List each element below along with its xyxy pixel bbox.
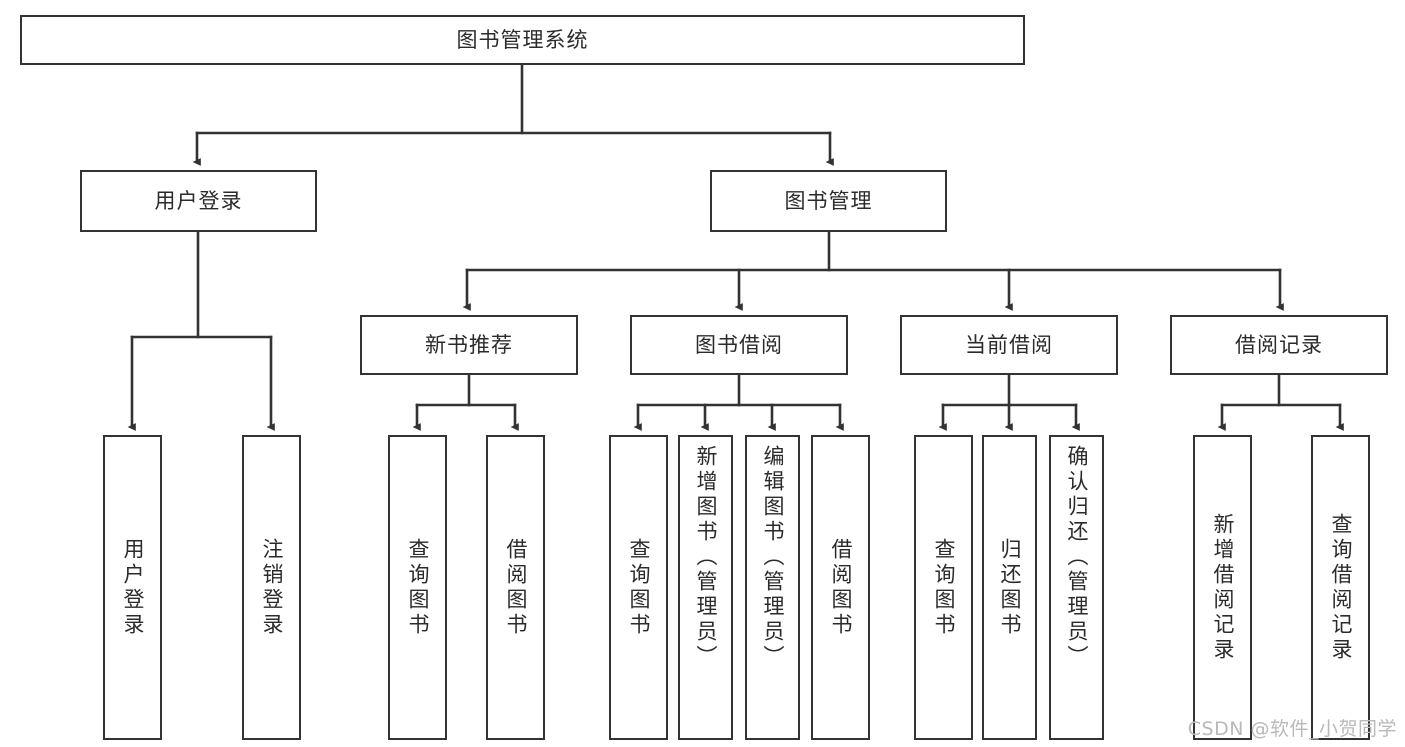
leaf-recommend-query-book[interactable]: 查询图书 xyxy=(388,435,447,740)
leaf-borrow-query-book[interactable]: 查询图书 xyxy=(609,435,668,740)
leaf-label: 注销登录 xyxy=(260,537,284,638)
node-book-management-label: 图书管理 xyxy=(784,188,873,213)
leaf-label: 借阅图书 xyxy=(504,537,528,638)
leaf-user-login-logout[interactable]: 注销登录 xyxy=(242,435,301,740)
node-book-borrow[interactable]: 图书借阅 xyxy=(630,315,848,375)
node-book-borrow-label: 图书借阅 xyxy=(695,332,783,357)
node-root[interactable]: 图书管理系统 xyxy=(20,15,1025,65)
leaf-label: 借阅图书 xyxy=(829,537,853,638)
leaf-current-return-book[interactable]: 归还图书 xyxy=(982,435,1037,740)
leaf-borrow-borrow-book[interactable]: 借阅图书 xyxy=(811,435,870,740)
leaf-label: 新增图书（管理员） xyxy=(694,445,718,670)
node-new-book-recommend[interactable]: 新书推荐 xyxy=(360,315,578,375)
leaf-borrow-add-book-admin[interactable]: 新增图书（管理员） xyxy=(678,435,733,740)
node-root-label: 图书管理系统 xyxy=(456,27,589,52)
leaf-label: 查询图书 xyxy=(932,537,956,638)
leaf-label: 用户登录 xyxy=(121,537,145,638)
leaf-current-confirm-return-admin[interactable]: 确认归还（管理员） xyxy=(1049,435,1104,740)
node-book-management[interactable]: 图书管理 xyxy=(710,170,947,232)
leaf-record-query-record[interactable]: 查询借阅记录 xyxy=(1311,435,1370,740)
node-user-login-label: 用户登录 xyxy=(154,188,243,213)
leaf-label: 查询借阅记录 xyxy=(1329,512,1353,663)
leaf-label: 编辑图书（管理员） xyxy=(761,445,785,670)
node-current-borrow-label: 当前借阅 xyxy=(965,332,1053,357)
leaf-current-query-book[interactable]: 查询图书 xyxy=(914,435,973,740)
leaf-label: 新增借阅记录 xyxy=(1211,512,1235,663)
node-new-book-recommend-label: 新书推荐 xyxy=(425,332,513,357)
node-user-login[interactable]: 用户登录 xyxy=(80,170,317,232)
leaf-recommend-borrow-book[interactable]: 借阅图书 xyxy=(486,435,545,740)
leaf-label: 确认归还（管理员） xyxy=(1065,445,1089,670)
leaf-label: 查询图书 xyxy=(406,537,430,638)
node-borrow-record-label: 借阅记录 xyxy=(1235,332,1323,357)
leaf-label: 归还图书 xyxy=(998,537,1022,638)
leaf-label: 查询图书 xyxy=(627,537,651,638)
leaf-record-add-record[interactable]: 新增借阅记录 xyxy=(1193,435,1252,740)
leaf-user-login-login[interactable]: 用户登录 xyxy=(103,435,162,740)
leaf-borrow-edit-book-admin[interactable]: 编辑图书（管理员） xyxy=(745,435,800,740)
node-borrow-record[interactable]: 借阅记录 xyxy=(1170,315,1388,375)
node-current-borrow[interactable]: 当前借阅 xyxy=(900,315,1118,375)
